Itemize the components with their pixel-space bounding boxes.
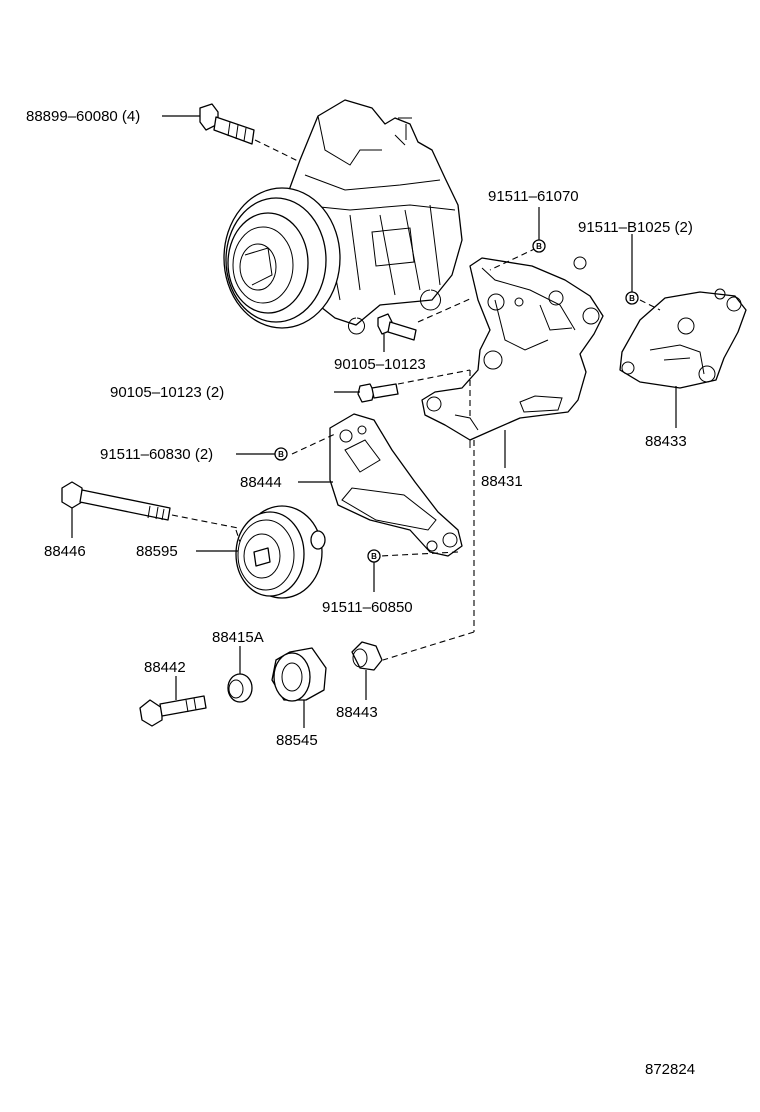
collar-88443	[351, 641, 383, 671]
dash-pulley	[235, 529, 241, 543]
leader-lines	[71, 115, 677, 728]
dash-to-b1025	[639, 299, 661, 311]
label-91511-60830: 91511–60830 (2)	[100, 446, 213, 463]
bolt-90105-upper	[377, 313, 417, 341]
spacer-88415a	[227, 673, 253, 703]
label-88446: 88446	[44, 543, 86, 560]
label-91511-60850: 91511–60850	[322, 599, 413, 616]
label-88545: 88545	[276, 732, 318, 749]
label-90105-10123-2: 90105–10123 (2)	[110, 384, 224, 401]
bracket-88433	[619, 288, 747, 389]
svg-text:B: B	[629, 294, 635, 303]
label-88899-60080: 88899–60080 (4)	[26, 108, 140, 125]
label-91511-b1025: 91511–B1025 (2)	[578, 219, 693, 236]
label-88431: 88431	[481, 473, 523, 490]
diagram-number: 872824	[645, 1061, 695, 1078]
ac-compressor	[223, 99, 463, 335]
bolt-88446	[61, 481, 171, 521]
label-88444: 88444	[240, 474, 282, 491]
dash-90105-upper	[417, 297, 473, 323]
dash-to-88443	[382, 631, 475, 661]
dash-to-60850	[379, 551, 459, 557]
washer-marker-60830: B	[274, 447, 288, 461]
part-labels: 88899–60080 (4) 91511–61070 91511–B1025 …	[26, 108, 695, 1078]
bolt-88442	[139, 695, 207, 727]
dash-88446	[171, 514, 239, 529]
svg-text:B: B	[278, 450, 284, 459]
bolt-90105-lower	[357, 383, 399, 403]
bracket-88444	[329, 413, 463, 557]
washer-marker-61070: B	[532, 239, 546, 253]
svg-text:B: B	[371, 552, 377, 561]
label-91511-61070: 91511–61070	[488, 188, 579, 205]
label-88443: 88443	[336, 704, 378, 721]
washer-marker-60850: B	[367, 549, 381, 563]
pulley-88595	[235, 505, 326, 599]
dash-to-60830	[291, 433, 336, 455]
bracket-88431	[421, 256, 604, 448]
washer-marker-b1025: B	[625, 291, 639, 305]
label-88442: 88442	[144, 659, 186, 676]
dash-88899	[254, 139, 301, 163]
bolt-88899	[199, 103, 255, 145]
label-88415a: 88415A	[212, 629, 264, 646]
label-88595: 88595	[136, 543, 178, 560]
svg-text:B: B	[536, 242, 542, 251]
idler-88545	[271, 647, 327, 702]
label-90105-10123: 90105–10123	[334, 356, 426, 373]
dash-90105-lower	[397, 369, 471, 385]
label-88433: 88433	[645, 433, 687, 450]
